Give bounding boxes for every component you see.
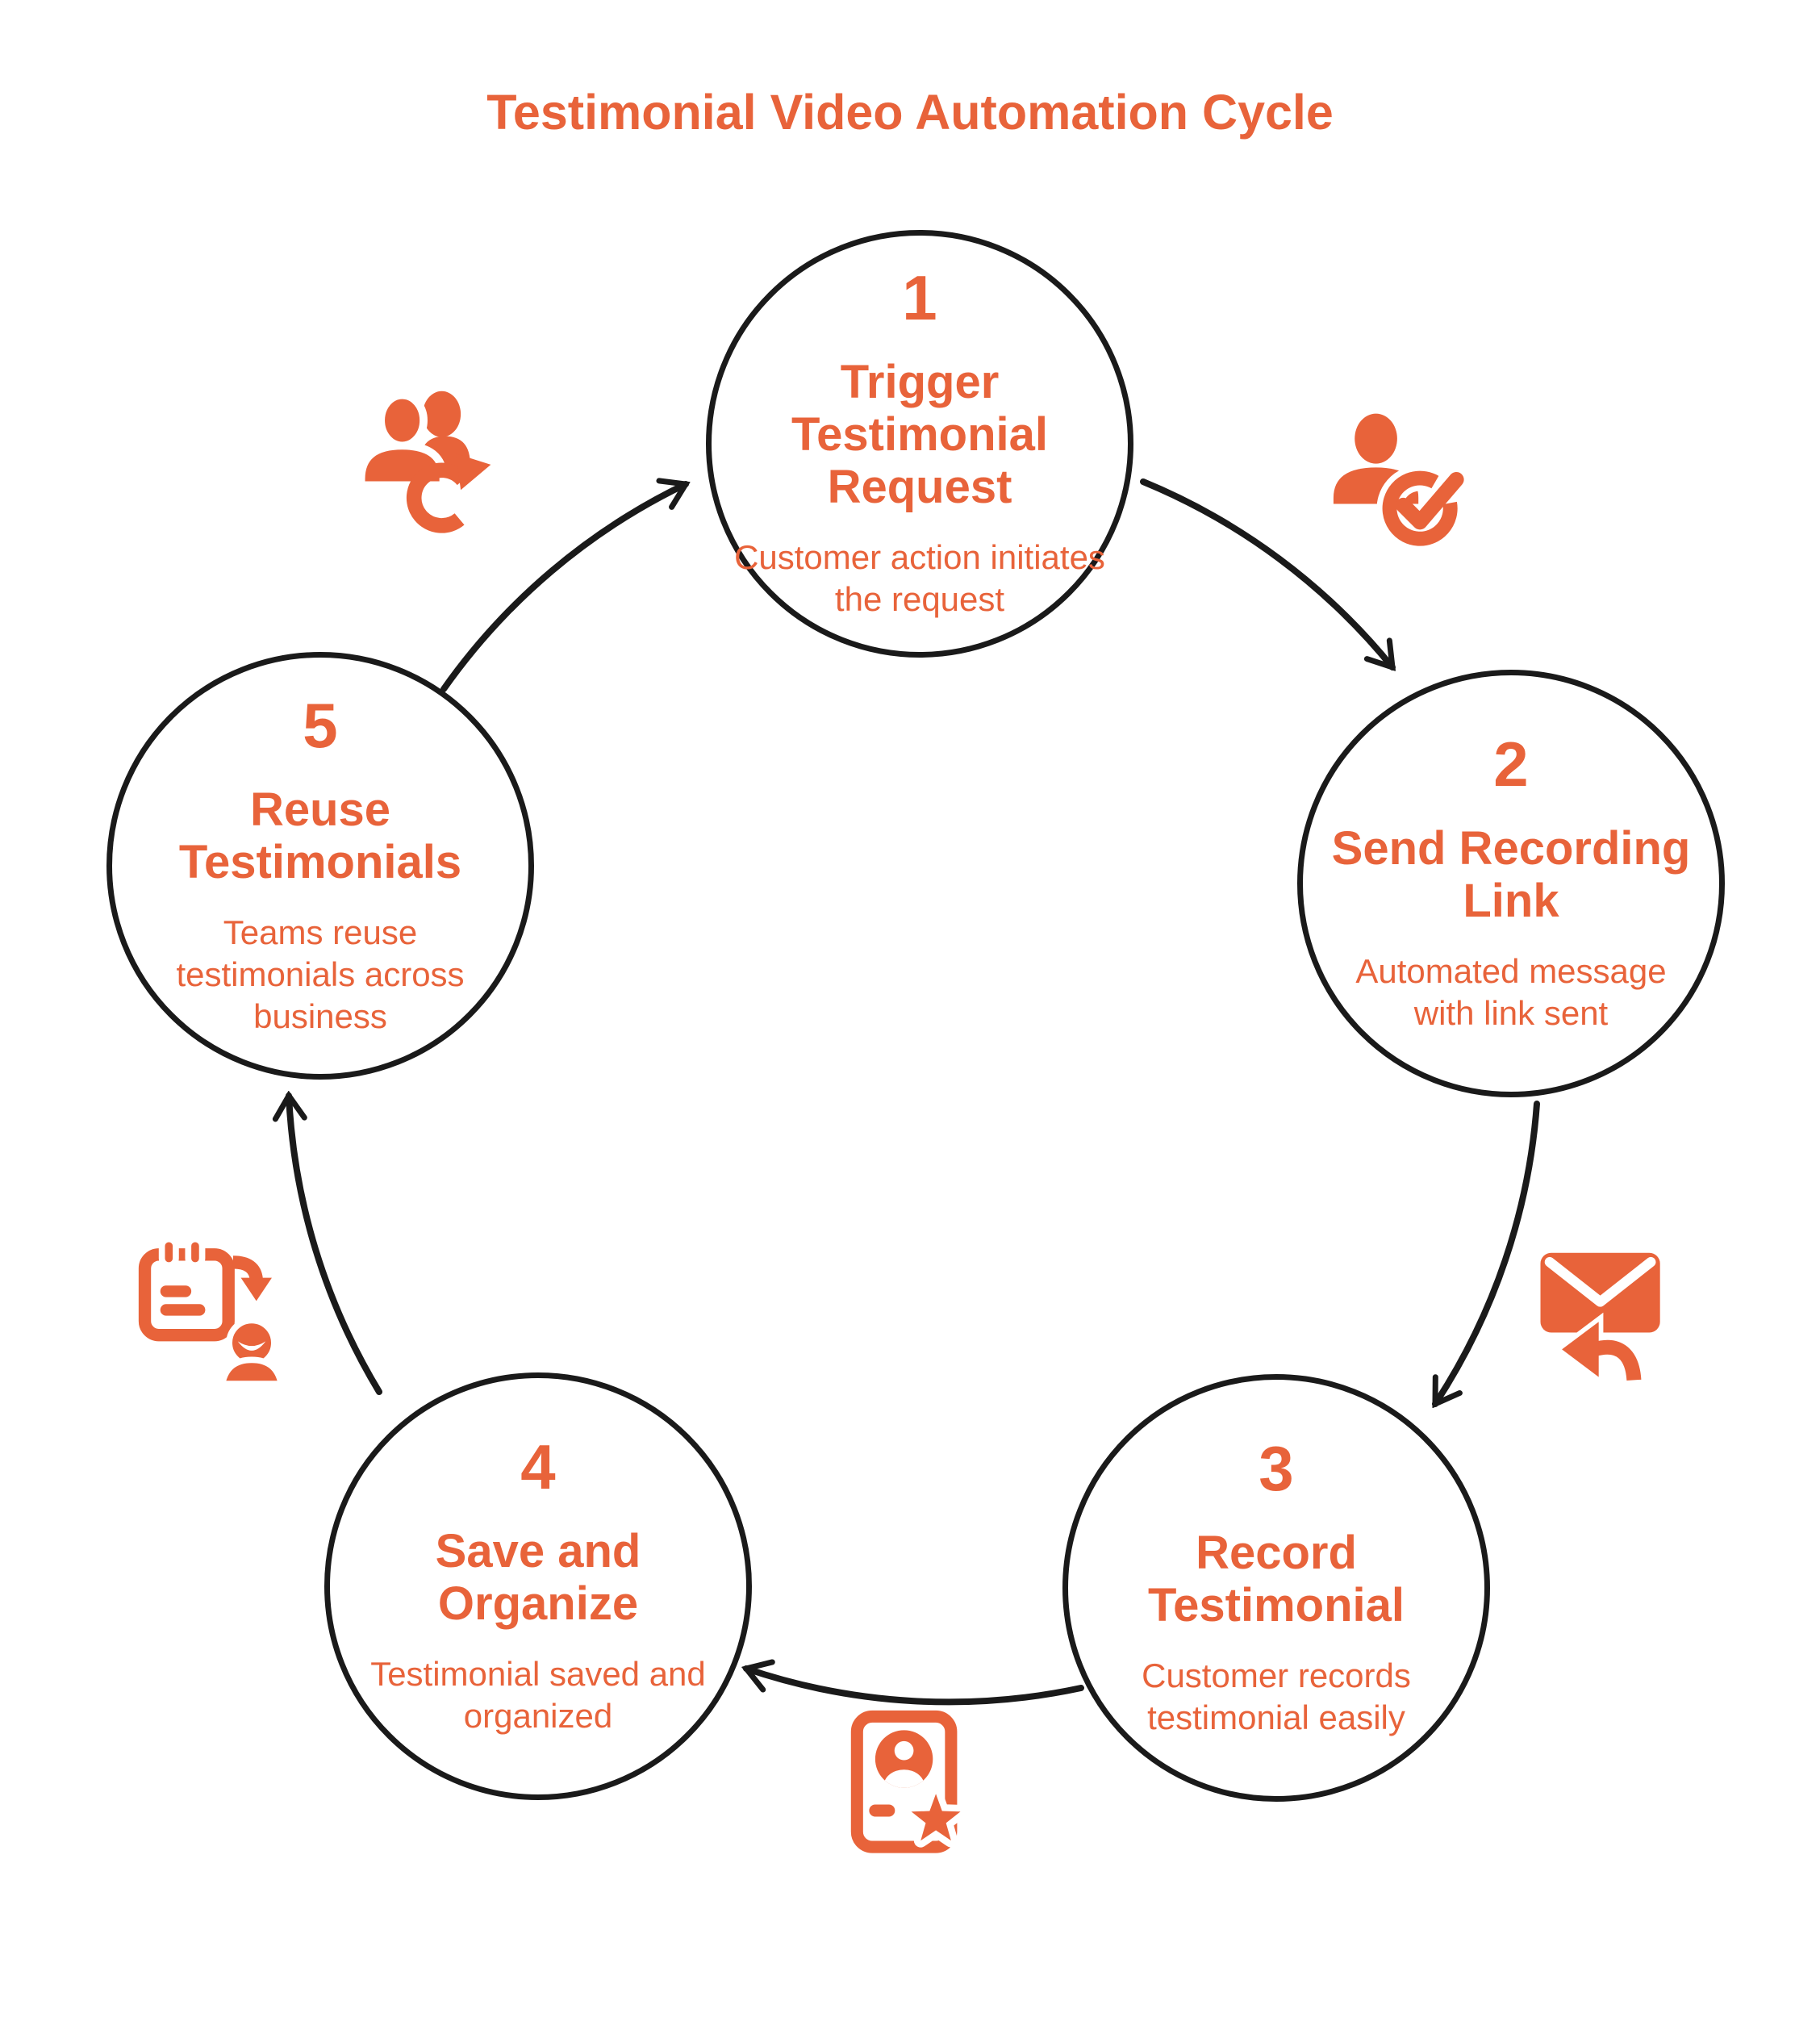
step-3-circle: 3 Record Testimonial Customer records te… (1062, 1374, 1490, 1802)
step-2-number: 2 (1493, 728, 1529, 800)
step-1-circle: 1 Trigger Testimonial Request Customer a… (706, 230, 1133, 658)
id-card-star-icon (850, 1710, 967, 1853)
user-check-icon (1333, 413, 1464, 552)
step-4-circle: 4 Save and Organize Testimonial saved an… (324, 1372, 752, 1800)
step-3-number: 3 (1259, 1432, 1294, 1504)
step-2-circle: 2 Send Recording Link Automated message … (1297, 670, 1725, 1097)
step-3-description: Customer records testimonial easily (1142, 1656, 1411, 1736)
step-4-description: Testimonial saved and organized (370, 1654, 706, 1735)
step-3-title: Record Testimonial (1148, 1526, 1405, 1631)
step-5-circle: 5 Reuse Testimonials Teams reuse testimo… (106, 652, 534, 1080)
arrow-4-to-5 (289, 1096, 382, 1395)
step-2-title: Send Recording Link (1331, 821, 1691, 927)
envelope-reply-icon (1540, 1252, 1660, 1386)
step-5-title: Reuse Testimonials (178, 783, 462, 888)
step-1-description: Customer action initiates the request (734, 538, 1105, 619)
step-4-title: Save and Organize (435, 1524, 641, 1630)
users-refresh-icon (357, 391, 491, 533)
step-1-title: Trigger Testimonial Request (791, 356, 1048, 514)
arrow-2-to-3 (1432, 1101, 1540, 1404)
step-1-number: 1 (902, 262, 937, 334)
arrow-1-to-2 (1140, 478, 1392, 667)
step-4-number: 4 (520, 1431, 556, 1502)
step-5-description: Teams reuse testimonials across business (176, 913, 465, 1035)
arrow-3-to-4 (746, 1669, 1084, 1706)
step-2-description: Automated message with link sent (1355, 951, 1667, 1032)
step-5-number: 5 (303, 689, 338, 761)
arrow-5-to-1 (440, 484, 686, 692)
clipboard-user-icon (138, 1235, 285, 1386)
diagram-title: Testimonial Video Automation Cycle (486, 85, 1334, 140)
